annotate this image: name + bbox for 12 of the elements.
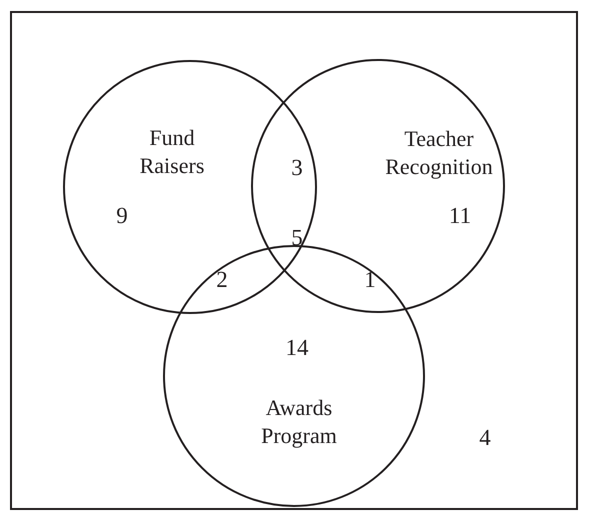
region-count: 9 xyxy=(116,202,128,230)
region-count: 2 xyxy=(216,266,228,294)
set-label: Teacher Recognition xyxy=(384,125,494,181)
region-count: 1 xyxy=(364,266,376,294)
region-count: 11 xyxy=(448,202,472,230)
set-label: Awards Program xyxy=(260,394,338,450)
set-label: Fund Raisers xyxy=(138,124,206,180)
region-count: 4 xyxy=(479,424,491,452)
region-count: 3 xyxy=(291,154,303,182)
region-count: 5 xyxy=(291,224,303,252)
region-count: 14 xyxy=(286,334,308,362)
universe-rectangle xyxy=(10,11,578,510)
